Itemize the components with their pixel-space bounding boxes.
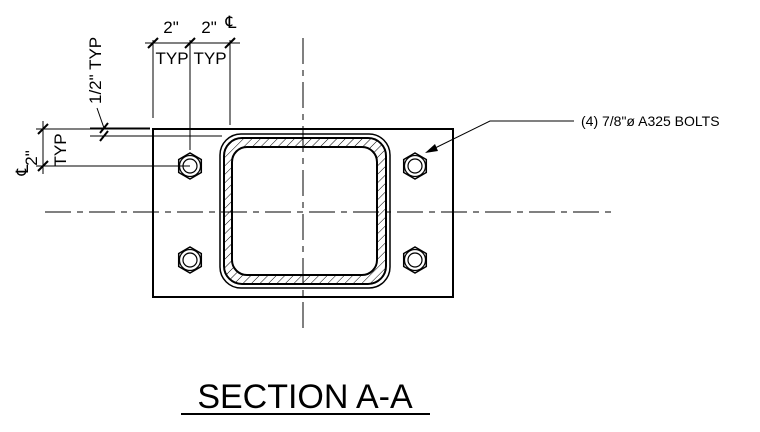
tick xyxy=(184,37,196,49)
hss-tube-section xyxy=(224,138,386,284)
bolt-hex-head xyxy=(177,246,203,274)
leader-line xyxy=(96,107,105,129)
bolt-washer-circle xyxy=(178,248,202,272)
tick xyxy=(99,130,109,142)
tick xyxy=(37,123,49,135)
hss-outer-wall xyxy=(223,137,387,285)
gap-top-typ: TYP xyxy=(193,49,226,68)
weld-outline xyxy=(219,133,391,289)
tick xyxy=(147,37,159,49)
tick xyxy=(37,160,49,172)
bolt-washer-circle xyxy=(403,154,427,178)
anchor-bolt xyxy=(402,246,428,274)
base-plate xyxy=(152,128,454,298)
edge-distance-top-typ: TYP xyxy=(155,49,188,68)
centerline-symbol-left: ℄ xyxy=(13,164,32,176)
bolt-callout-label: (4) 7/8"ø A325 BOLTS xyxy=(581,113,720,129)
anchor-bolt xyxy=(402,152,428,180)
gap-top-label: 2" xyxy=(201,18,217,37)
bolt-washer-circle xyxy=(182,252,198,268)
bolt-hex-head xyxy=(177,152,203,180)
section-title: SECTION A-A xyxy=(197,378,413,416)
bolt-hex-head xyxy=(402,246,428,274)
anchor-bolt xyxy=(177,246,203,274)
edge-distance-left-label: 2" xyxy=(22,150,41,166)
bolt-callout-leader xyxy=(426,120,574,153)
hss-inner-wall xyxy=(231,146,378,276)
bolt-hex-head xyxy=(402,152,428,180)
bolt-washer-circle xyxy=(407,158,423,174)
centerline-symbol-top: ℄ xyxy=(225,13,237,32)
edge-distance-top-label: 2" xyxy=(163,18,179,37)
weld-size-label: 1/2" TYP xyxy=(86,37,105,104)
bolt-washer-circle xyxy=(403,248,427,272)
bolt-washer-circle xyxy=(407,252,423,268)
edge-distance-left-typ: TYP xyxy=(51,133,70,166)
tick xyxy=(224,37,236,49)
leader-arrowhead xyxy=(425,144,438,153)
